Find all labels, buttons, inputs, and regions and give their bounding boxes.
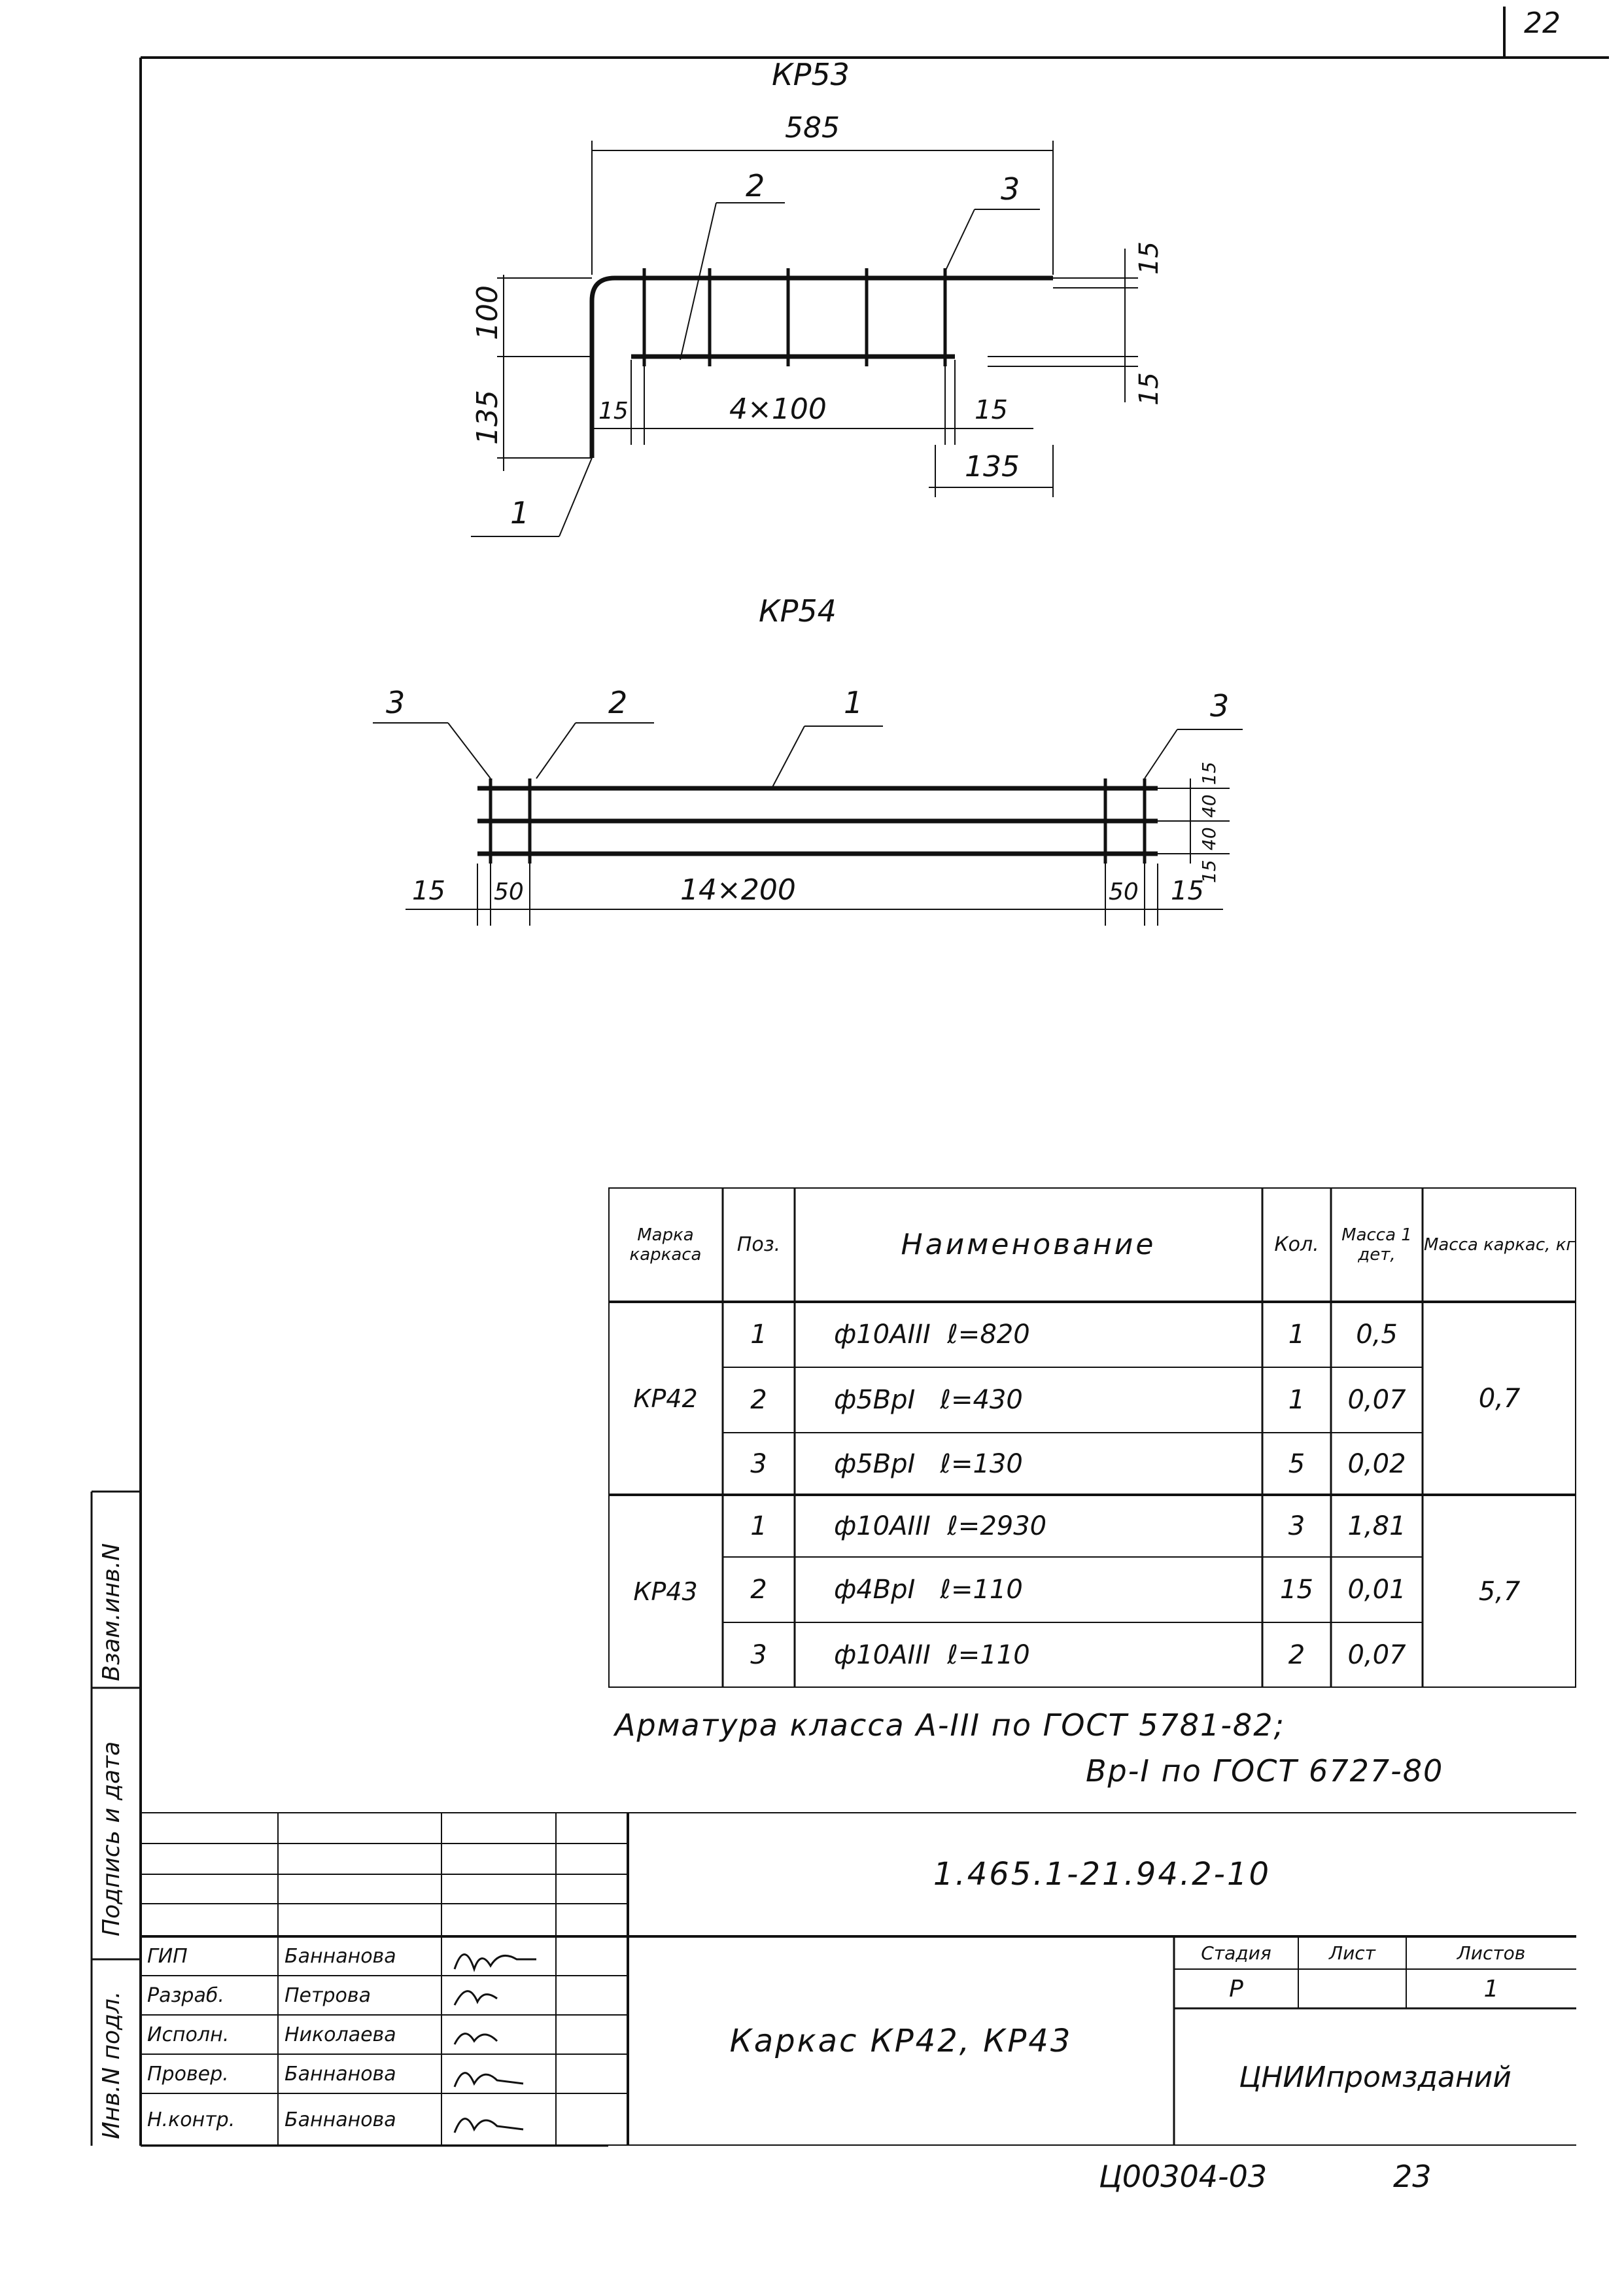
sheets-label: Листов bbox=[1457, 1942, 1526, 1964]
kp54-dim-v-top: 15 bbox=[1198, 761, 1220, 785]
table-row-pos: 3 bbox=[750, 1448, 767, 1479]
kp53-callout-3: 3 bbox=[1001, 171, 1020, 207]
table-row-mass: 0,02 bbox=[1347, 1448, 1406, 1479]
stage-label: Стадия bbox=[1201, 1942, 1271, 1964]
header-mass-total: Масса каркас, кг bbox=[1423, 1234, 1576, 1255]
header-pos: Поз. bbox=[736, 1233, 781, 1256]
table-row-mass: 0,07 bbox=[1347, 1640, 1406, 1670]
role-label: Разраб. bbox=[147, 1984, 224, 2007]
kp54-dim-right: 15 bbox=[1171, 876, 1204, 906]
kp53-dim-bottom-cover: 15 bbox=[1134, 372, 1164, 406]
side-label-vzam: Взам.инв.N bbox=[98, 1543, 125, 1681]
role-name: Баннанова bbox=[285, 1944, 396, 1968]
table-row-qty: 1 bbox=[1288, 1385, 1305, 1415]
kp54-dim-spacing: 14×200 bbox=[680, 873, 796, 907]
doc-code: 1.465.1-21.94.2-10 bbox=[933, 1856, 1271, 1893]
kp53-callout-1: 1 bbox=[510, 495, 529, 531]
signature bbox=[453, 2118, 524, 2133]
kp53-dim-cover: 15 bbox=[1134, 241, 1164, 275]
header-mass-unit: Масса 1 дет, bbox=[1341, 1225, 1412, 1265]
group-mark: КР42 bbox=[633, 1384, 698, 1413]
organization: ЦНИИпромзданий bbox=[1239, 2060, 1512, 2094]
kp53-dim-length: 585 bbox=[785, 111, 840, 145]
signature bbox=[453, 1990, 498, 2006]
table-row-qty: 15 bbox=[1280, 1575, 1313, 1605]
table-row-qty: 1 bbox=[1288, 1320, 1305, 1350]
role-name: Петрова bbox=[285, 1984, 371, 2007]
signature bbox=[453, 1953, 536, 1972]
table-row-pos: 1 bbox=[750, 1511, 767, 1541]
table-row-qty: 2 bbox=[1288, 1640, 1305, 1670]
role-label: Н.контр. bbox=[147, 2108, 235, 2131]
note-line-1: Арматура класса А-III по ГОСТ 5781-82; bbox=[615, 1707, 1285, 1743]
bottom-page: 23 bbox=[1393, 2159, 1432, 2194]
kp53-callout-2: 2 bbox=[746, 168, 765, 203]
kp54-title: КР54 bbox=[759, 593, 837, 629]
group-total-mass: 0,7 bbox=[1478, 1383, 1521, 1414]
kp54-dim-offset-right: 50 bbox=[1109, 879, 1139, 905]
table-row-pos: 1 bbox=[750, 1320, 767, 1350]
table-row-name: ф4ВрI ℓ=110 bbox=[834, 1575, 1023, 1605]
header-name: Наименование bbox=[901, 1228, 1156, 1261]
kp54-drawing: КР54 3 2 1 3 15 50 14×200 50 15 15 40 40… bbox=[373, 593, 1243, 926]
kp53-dim-tail: 135 bbox=[965, 450, 1020, 483]
table-row-pos: 2 bbox=[750, 1575, 767, 1605]
table-row-pos: 3 bbox=[750, 1640, 767, 1670]
kp54-callout-2: 2 bbox=[608, 685, 627, 720]
kp54-dim-v-mid2: 40 bbox=[1198, 827, 1220, 850]
kp54-dim-offset-left: 50 bbox=[494, 879, 524, 905]
table-row-name: ф10АIII ℓ=820 bbox=[834, 1320, 1030, 1350]
drawing-title: Каркас КР42, КР43 bbox=[729, 2023, 1073, 2059]
table-row-qty: 3 bbox=[1288, 1511, 1305, 1541]
kp54-dim-left: 15 bbox=[412, 876, 445, 906]
table-row-pos: 2 bbox=[750, 1385, 767, 1415]
kp53-drawing: КР53 585 2 3 1 100 135 15 15 15 4×100 15… bbox=[471, 57, 1164, 537]
sheet-label: Лист bbox=[1329, 1942, 1375, 1964]
table-row-qty: 5 bbox=[1288, 1448, 1305, 1479]
kp53-dim-height: 100 bbox=[471, 285, 504, 340]
sheets-value: 1 bbox=[1483, 1975, 1499, 2002]
signature bbox=[453, 2072, 524, 2088]
kp54-dim-v-mid1: 40 bbox=[1198, 794, 1220, 818]
table-row-mass: 0,01 bbox=[1347, 1575, 1406, 1605]
kp53-dim-spacing: 4×100 bbox=[729, 393, 827, 426]
role-label: Исполн. bbox=[147, 2023, 230, 2046]
title-block: 1.465.1-21.94.2-10 Каркас КР42, КР43 Ста… bbox=[141, 1812, 1576, 2146]
kp54-dim-v-bot: 15 bbox=[1198, 860, 1220, 883]
kp53-dim-right-offset: 15 bbox=[975, 395, 1008, 425]
bottom-code: Ц00304-03 bbox=[1099, 2159, 1268, 2194]
kp54-callout-1: 1 bbox=[844, 685, 863, 720]
side-label-podpis: Подпись и дата bbox=[98, 1741, 125, 1936]
group-mark: КР43 bbox=[633, 1577, 698, 1606]
sheet-value bbox=[1298, 1969, 1406, 2008]
table-row-mass: 1,81 bbox=[1347, 1511, 1406, 1541]
kp53-dim-leg: 135 bbox=[471, 390, 504, 445]
kp53-title: КР53 bbox=[772, 57, 850, 92]
sheet-number: 22 bbox=[1524, 7, 1561, 40]
header-qty: Кол. bbox=[1274, 1233, 1319, 1256]
stage-value: Р bbox=[1229, 1975, 1243, 2002]
role-label: Провер. bbox=[147, 2062, 229, 2086]
kp54-callout-left3: 3 bbox=[386, 685, 405, 720]
table-row-name: ф10АIII ℓ=110 bbox=[834, 1640, 1030, 1670]
header-mark: Марка каркаса bbox=[629, 1225, 702, 1265]
side-label-inv: Инв.N подл. bbox=[98, 1991, 125, 2139]
group-total-mass: 5,7 bbox=[1478, 1576, 1521, 1607]
kp54-callout-right3: 3 bbox=[1210, 688, 1229, 724]
note-line-2: Вр-I по ГОСТ 6727-80 bbox=[1086, 1753, 1444, 1789]
table-row-name: ф5ВрI ℓ=130 bbox=[834, 1448, 1023, 1479]
role-name: Баннанова bbox=[285, 2062, 396, 2086]
role-name: Николаева bbox=[285, 2023, 396, 2046]
signature bbox=[453, 2033, 498, 2045]
table-row-mass: 0,07 bbox=[1347, 1385, 1406, 1415]
table-row-name: ф5ВрI ℓ=430 bbox=[834, 1385, 1023, 1415]
role-label: ГИП bbox=[147, 1944, 188, 1968]
kp53-bar-1 bbox=[589, 275, 1053, 458]
role-name: Баннанова bbox=[285, 2108, 396, 2131]
kp53-dim-left-offset: 15 bbox=[598, 398, 629, 425]
spec-table: Марка каркаса Поз. Наименование Кол. Мас… bbox=[608, 1187, 1576, 1688]
table-row-name: ф10АIII ℓ=2930 bbox=[834, 1511, 1047, 1541]
table-row-mass: 0,5 bbox=[1356, 1320, 1398, 1350]
